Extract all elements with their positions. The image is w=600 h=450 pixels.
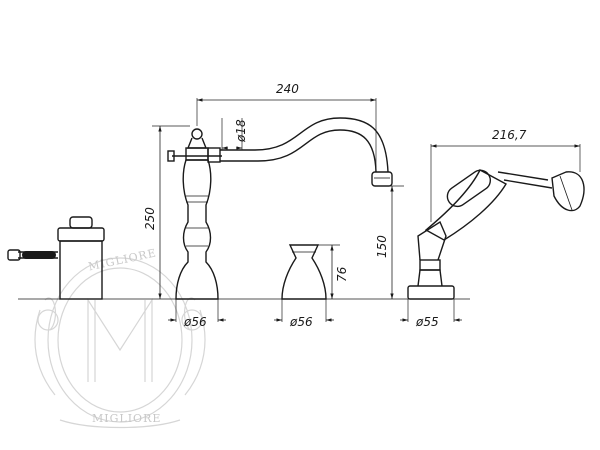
dim-label-shower-d55: ø55 (415, 315, 439, 329)
dimension-faucet-base: ø56 (168, 299, 226, 329)
dimension-valve-height: 76 (318, 244, 349, 299)
dimension-spout-height: 150 (375, 185, 404, 299)
lever-handle-valve (7, 216, 105, 300)
dim-label-240: 240 (276, 82, 299, 96)
dim-label-150: 150 (375, 235, 389, 258)
watermark-brand-top: MIGLIORE (87, 246, 158, 273)
dimension-shower-base: ø55 (400, 299, 462, 329)
ceramic-lever-icon (22, 251, 56, 259)
dimension-spout-reach: 240 (196, 82, 377, 168)
dimension-valve-base: ø56 (274, 299, 334, 329)
dimension-knob-diameter: ø18 (221, 118, 248, 150)
shower-handle-grip-icon (446, 169, 492, 208)
center-valve (281, 244, 327, 300)
hand-shower (407, 169, 585, 300)
dim-label-216-7: 216,7 (492, 128, 527, 142)
spout-faucet (167, 117, 393, 300)
dim-label-d18: ø18 (234, 119, 248, 143)
dim-label-76: 76 (335, 266, 349, 282)
dim-label-250: 250 (143, 207, 157, 230)
dimension-faucet-height: 250 (143, 125, 190, 299)
dim-label-faucet-d56: ø56 (183, 315, 207, 329)
dimension-shower-length: 216,7 (430, 128, 581, 222)
watermark-brand-bottom: MIGLIORE (92, 412, 161, 425)
dim-label-valve-d56: ø56 (289, 315, 313, 329)
